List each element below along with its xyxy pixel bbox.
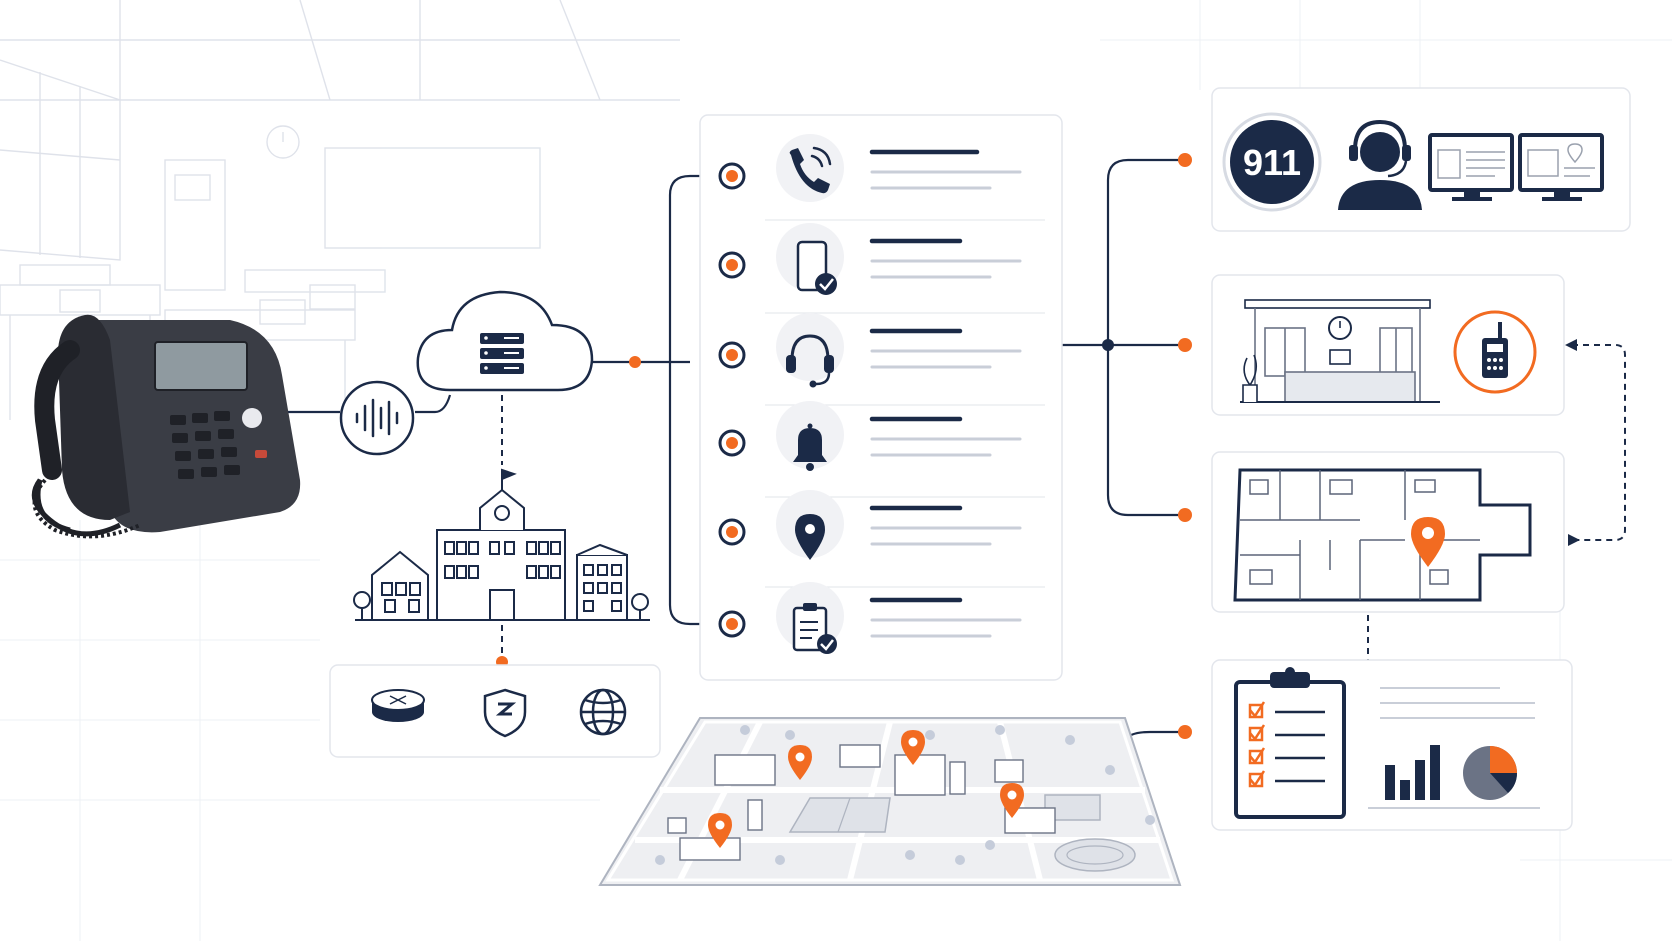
row-node-dot	[726, 618, 738, 630]
checklist-clipboard-icon	[1234, 667, 1346, 819]
row-node-dot	[726, 170, 738, 182]
emergency-number-label: 911	[1243, 142, 1301, 183]
headset-agent-icon	[1338, 119, 1422, 210]
router-icon	[371, 689, 425, 722]
row-icon-disc	[776, 134, 844, 202]
bell-icon	[793, 423, 827, 471]
phone-call-icon	[789, 146, 832, 194]
dashed-arrowheads	[1565, 339, 1580, 546]
monitor-map-icon	[1518, 133, 1604, 201]
map-location-pins	[708, 730, 1024, 848]
cloud-server-icon	[416, 290, 594, 392]
location-pin-icon	[795, 514, 825, 560]
floor-plan-pin	[1411, 517, 1445, 567]
mobile-check-icon	[796, 240, 837, 295]
pie-chart-icon	[1463, 746, 1517, 800]
clipboard-check-icon	[792, 603, 837, 654]
front-office-icon	[1240, 299, 1440, 403]
monitor-icon	[1428, 133, 1514, 201]
row-icon-disc	[776, 313, 844, 381]
row-node-dot	[726, 349, 738, 361]
bar-chart-icon	[1385, 745, 1440, 800]
radio-icon	[1453, 310, 1537, 394]
voice-wave-icon	[339, 380, 415, 456]
junction-dot	[1102, 339, 1114, 351]
front-office-card	[1211, 274, 1565, 416]
row-node-dot	[726, 437, 738, 449]
row-node-dot	[726, 259, 738, 271]
globe-icon	[579, 688, 627, 736]
alert-channel-list-card	[699, 114, 1063, 681]
floor-plan-card	[1211, 451, 1565, 613]
emergency-dispatch-card: 911	[1211, 87, 1631, 232]
school-campus-icon	[353, 468, 650, 621]
headset-icon	[786, 334, 834, 388]
row-node-dot	[726, 526, 738, 538]
desk-phone-icon	[31, 314, 301, 539]
shield-firewall-icon	[483, 688, 527, 738]
reports-card	[1211, 659, 1573, 831]
network-security-card	[329, 664, 661, 758]
campus-map-icon	[598, 717, 1182, 886]
